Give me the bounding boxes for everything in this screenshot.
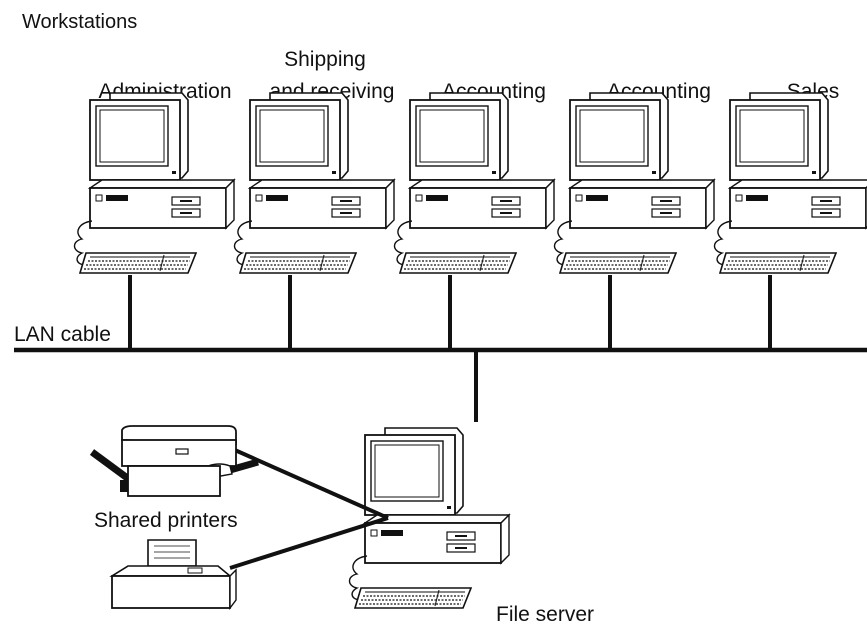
file-server-label: File server — [496, 603, 594, 626]
diagram-title: Workstations — [22, 11, 137, 33]
workstation-computer-administration — [73, 92, 235, 274]
workstation-computer-sales — [713, 92, 867, 274]
workstation-computer-accounting-1 — [393, 92, 555, 274]
shared-printers-label: Shared printers — [94, 509, 238, 532]
file-server-computer — [348, 427, 510, 609]
workstation-computer-shipping — [233, 92, 395, 274]
printer-cable-top — [227, 445, 389, 520]
laser-printer-icon — [89, 425, 259, 497]
printer-cable-bottom — [229, 516, 389, 570]
dot-matrix-printer-icon — [109, 539, 237, 611]
lan-cable-label: LAN cable — [14, 323, 111, 346]
workstation-computer-accounting-2 — [553, 92, 715, 274]
workstation-label-shipping-line1: Shipping — [284, 48, 366, 71]
